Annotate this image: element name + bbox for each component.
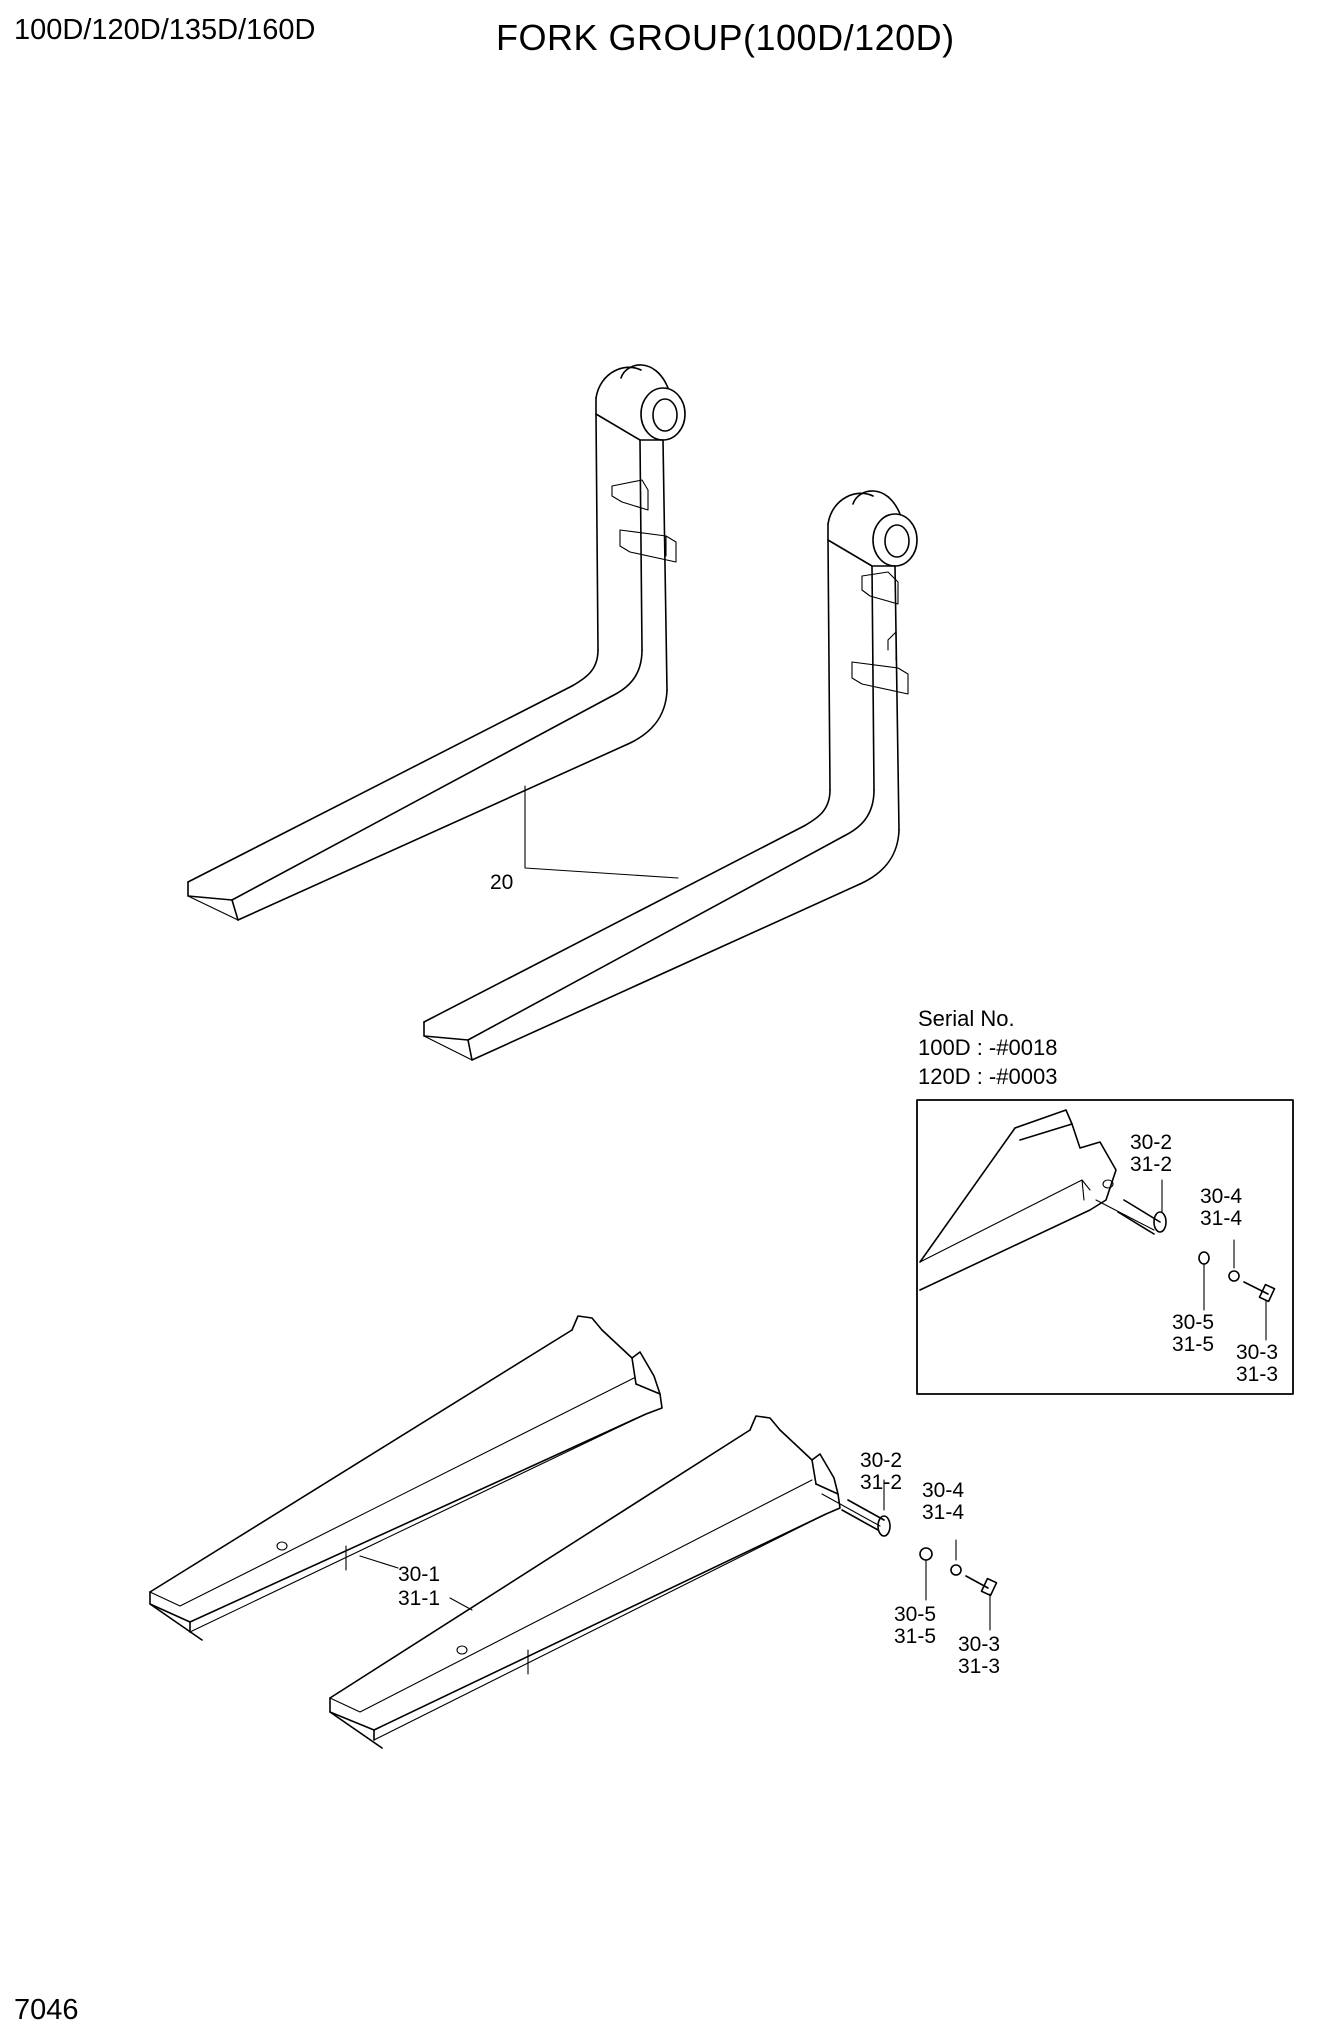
serial-120d: 120D : -#0003 [918,1064,1058,1089]
callout-30-3: 30-3 [958,1633,1001,1656]
fork-left-lower [149,1315,663,1641]
callout-31-2: 31-2 [860,1471,903,1494]
callout-31-1: 31-1 [398,1587,441,1610]
leader-20 [524,785,679,879]
inset-fork-detail [919,1109,1276,1341]
inset-callout-31-3: 31-3 [1236,1363,1279,1386]
callout-20: 20 [490,871,514,894]
inset-callout-31-4: 31-4 [1200,1207,1243,1230]
page-title: FORK GROUP(100D/120D) [496,17,955,58]
serial-100d: 100D : -#0018 [918,1035,1058,1060]
inset-callout-31-5: 31-5 [1172,1333,1215,1356]
inset-callout-31-2: 31-2 [1130,1153,1173,1176]
page-number: 7046 [14,1994,79,2026]
serial-label: Serial No. [918,1006,1015,1031]
inset-callout-30-5: 30-5 [1172,1311,1215,1334]
callout-30-5: 30-5 [894,1603,937,1626]
leader-31-1 [449,1597,473,1611]
callout-30-1: 30-1 [398,1563,441,1586]
leader-30-1 [359,1555,399,1569]
fork-left-upper [187,364,686,921]
model-codes: 100D/120D/135D/160D [14,14,316,46]
inset-callout-30-3: 30-3 [1236,1341,1279,1364]
callout-30-4: 30-4 [922,1479,965,1502]
fork-right-upper [423,490,918,1061]
inset-frame [916,1099,1294,1395]
callout-31-4: 31-4 [922,1501,965,1524]
inset-callout-30-4: 30-4 [1200,1185,1243,1208]
callout-31-5: 31-5 [894,1625,937,1648]
callout-30-2: 30-2 [860,1449,903,1472]
fork-right-lower [329,1415,841,1749]
callout-31-3: 31-3 [958,1655,1001,1678]
inset-callout-30-2: 30-2 [1130,1131,1173,1154]
pin-assembly [821,1479,998,1631]
